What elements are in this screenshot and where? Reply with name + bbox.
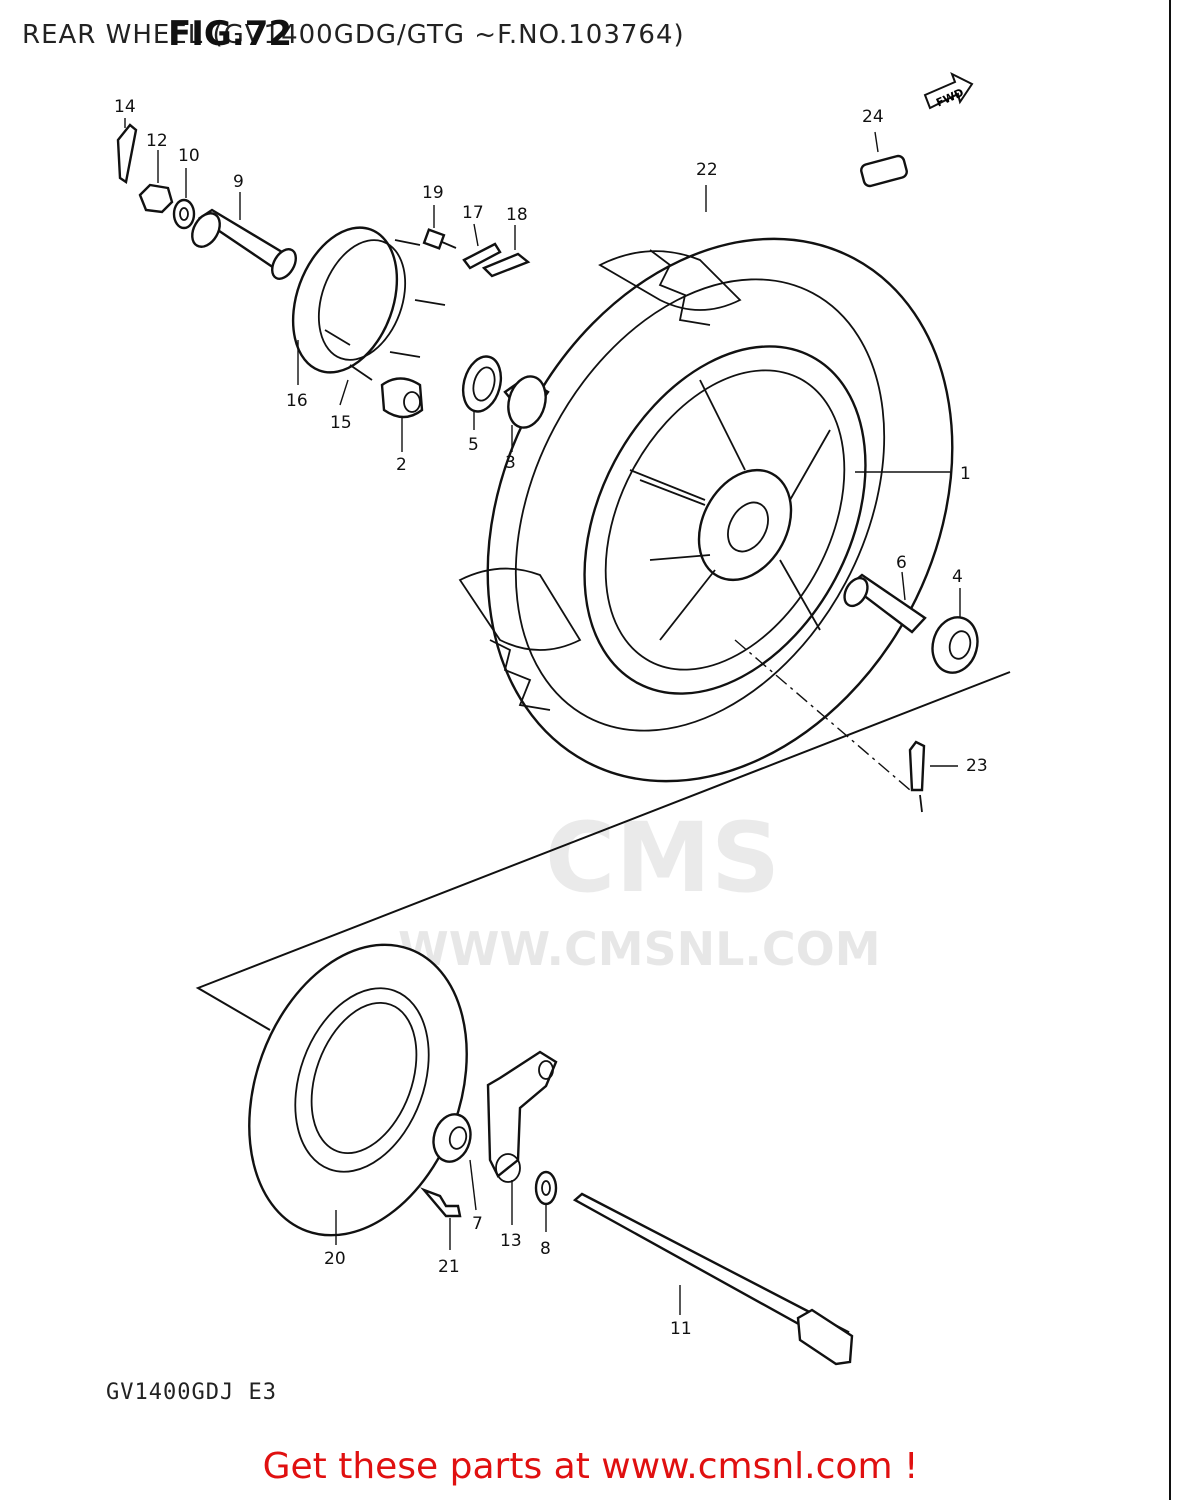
part-13-caliper-bracket[interactable] (486, 1050, 558, 1225)
label-part-23: 23 (966, 756, 988, 776)
label-part-18: 18 (506, 205, 528, 225)
part-14-cotter-pin[interactable] (116, 118, 138, 185)
label-part-4: 4 (952, 567, 963, 587)
part-11-rear-axle[interactable] (572, 1192, 854, 1366)
part-18-lock-washer[interactable] (481, 225, 531, 278)
figure-title: FIG.72 (168, 14, 293, 54)
valve-guide-line (734, 639, 911, 791)
group-frame-line (195, 671, 1011, 1031)
part-2-damper[interactable] (380, 377, 424, 453)
label-part-3: 3 (505, 453, 516, 473)
part-16-driven-flange[interactable] (274, 213, 421, 387)
label-part-8: 8 (540, 1239, 551, 1259)
label-part-9: 9 (233, 172, 244, 192)
label-part-10: 10 (178, 146, 200, 166)
label-part-17: 17 (462, 203, 484, 223)
part-7-collar[interactable] (428, 1110, 477, 1211)
label-part-12: 12 (146, 131, 168, 151)
part-17-plate[interactable] (462, 223, 502, 270)
part-24-balance-weight[interactable] (860, 131, 908, 188)
promo-link[interactable]: Get these parts at www.cmsnl.com ! (262, 1446, 919, 1487)
label-part-7: 7 (472, 1214, 483, 1234)
watermark-brand: CMS (545, 802, 781, 914)
part-12-nut[interactable] (138, 150, 174, 214)
part-23-tire-valve[interactable] (908, 740, 958, 813)
label-part-16: 16 (286, 391, 308, 411)
page-header: REAR WHEEL (GV1400GDG/GTG ~F.NO.103764) (22, 20, 685, 50)
label-part-1: 1 (960, 464, 971, 484)
part-8-washer[interactable] (534, 1170, 558, 1232)
label-part-14: 14 (114, 97, 136, 117)
part-19-bolt[interactable] (422, 205, 457, 250)
part-9-spacer[interactable] (187, 192, 301, 283)
label-part-22: 22 (696, 160, 718, 180)
part-10-washer[interactable] (172, 168, 196, 230)
watermark-url: WWW.CMSNL.COM (398, 922, 881, 976)
part-20-brake-disc[interactable] (211, 914, 505, 1266)
label-part-15: 15 (330, 413, 352, 433)
label-part-19: 19 (422, 183, 444, 203)
part-5-oil-seal[interactable] (457, 352, 506, 430)
model-code: GV1400GDJ E3 (106, 1380, 277, 1405)
part-21-disc-bolt[interactable] (420, 1187, 462, 1250)
label-part-24: 24 (862, 107, 884, 127)
part-1-wheel-rim[interactable] (528, 298, 922, 742)
part-4-bearing[interactable] (927, 588, 984, 678)
label-part-5: 5 (468, 435, 479, 455)
label-part-21: 21 (438, 1257, 460, 1277)
part-15-stud-bolts[interactable] (324, 239, 446, 406)
label-part-6: 6 (896, 553, 907, 573)
fwd-arrow-icon (923, 71, 974, 110)
label-part-2: 2 (396, 455, 407, 475)
label-part-11: 11 (670, 1319, 692, 1339)
part-3-bearing[interactable] (503, 372, 551, 452)
label-part-13: 13 (500, 1231, 522, 1251)
label-part-20: 20 (324, 1249, 346, 1269)
part-6-spacer[interactable] (840, 571, 927, 634)
